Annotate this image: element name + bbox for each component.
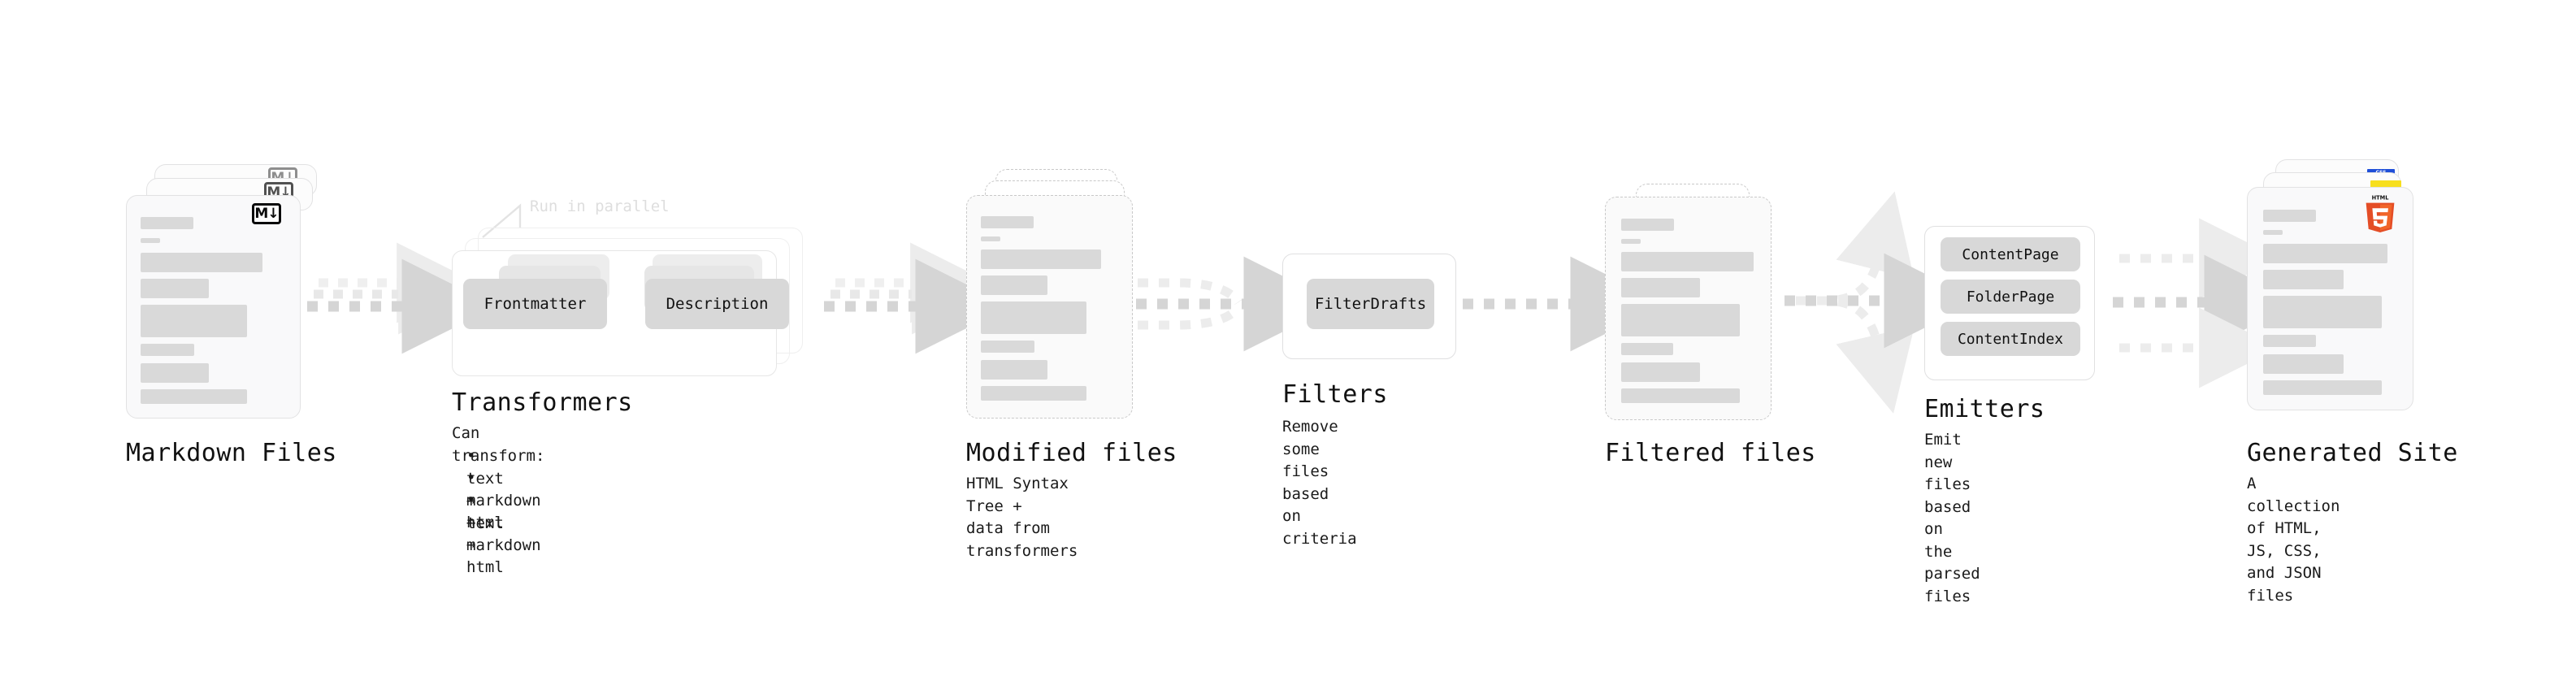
stage-desc-generated-site: A collection of HTML, JS, CSS, and JSON … [2247,475,2340,605]
skeleton-bar [141,279,209,298]
arrow-emitters-to-site [2113,218,2300,388]
filter-chip-filterdrafts[interactable]: FilterDrafts [1307,279,1434,329]
run-in-parallel-label: Run in parallel [530,197,670,215]
stage-title-emitters: Emitters [1924,395,2045,423]
skeleton-bar [981,249,1101,269]
skeleton-bar [1621,219,1674,231]
arrow-modified-to-filters [1136,256,1339,352]
emitter-chip-contentindex[interactable]: ContentIndex [1941,322,2080,356]
transformer-chip-description[interactable]: Description [645,279,789,329]
stage-title-filters: Filters [1282,380,1388,409]
transformers-bullet-2: • html → html [466,491,504,576]
skeleton-bar [2263,230,2283,235]
svg-text:HTML: HTML [2372,194,2390,201]
skeleton-bar [1621,252,1754,271]
skeleton-bar [981,216,1034,228]
arrow-transformers-to-modified [824,242,1011,354]
skeleton-bar [141,253,262,272]
skeleton-bar [2263,210,2316,222]
skeleton-bar [141,305,247,337]
skeleton-bar [981,236,1000,241]
skeleton-bar [981,360,1047,380]
skeleton-bar [141,217,193,229]
skeleton-bar [141,344,194,356]
skeleton-bar [2263,244,2387,263]
html5-badge: HTML [2366,194,2395,232]
skeleton-bar [981,275,1047,295]
stage-title-markdown-files: Markdown Files [126,439,337,467]
skeleton-bar [2263,380,2382,395]
skeleton-bar [1621,362,1700,382]
stage-desc-modified-files: HTML Syntax Tree + data from transformer… [966,475,1078,560]
skeleton-bar [1621,343,1673,355]
stage-desc-emitters: Emit new files based on the parsed files [1924,431,1980,605]
skeleton-bar [981,340,1034,353]
skeleton-bar [141,238,160,243]
stage-desc-filters: Remove some files based on criteria [1282,418,1357,548]
arrow-markdown-to-transformers [307,242,497,354]
skeleton-bar [981,301,1086,334]
skeleton-bar [141,389,247,404]
emitter-chip-folderpage[interactable]: FolderPage [1941,280,2080,314]
emitter-chip-contentpage[interactable]: ContentPage [1941,237,2080,271]
filtered-card-front [1605,197,1772,420]
stage-title-transformers: Transformers [452,388,633,417]
stage-title-filtered-files: Filtered files [1605,439,1816,467]
skeleton-bar [2263,296,2382,328]
stage-desc-transformers: Can transform: [452,424,545,465]
skeleton-bar [2263,354,2344,374]
transformer-chip-frontmatter[interactable]: Frontmatter [463,279,607,329]
skeleton-bar [2263,270,2344,289]
skeleton-bar [1621,278,1700,297]
stage-title-generated-site: Generated Site [2247,439,2458,467]
markdown-card-front [126,195,301,419]
skeleton-bar [1621,239,1641,244]
skeleton-bar [141,363,209,383]
transformers-bullet-0: • text → text [466,447,504,532]
modified-card-front [966,195,1133,419]
transformers-bullet-1: • markdown → markdown [466,469,541,554]
stage-title-modified-files: Modified files [966,439,1177,467]
skeleton-bar [981,386,1086,401]
skeleton-bar [1621,304,1740,336]
skeleton-bar [2263,335,2316,347]
markdown-badge: M↓ [252,203,281,224]
arrow-filtered-to-emitters [1785,191,1980,414]
skeleton-bar [1621,388,1740,403]
